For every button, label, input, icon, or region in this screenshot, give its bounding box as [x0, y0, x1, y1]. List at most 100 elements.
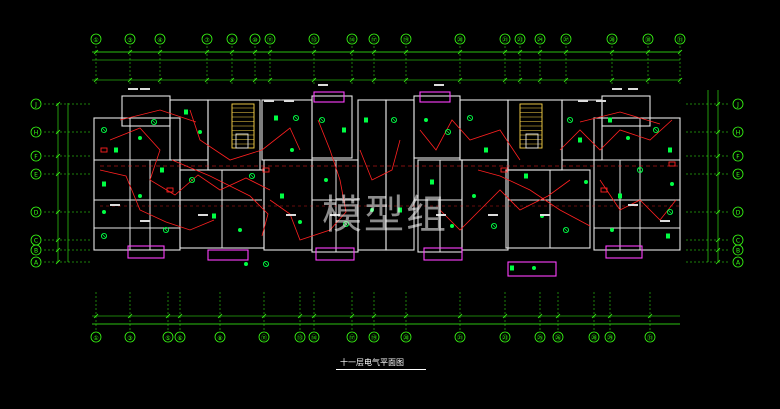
dimension-tick-bottom	[311, 313, 317, 319]
dimension-tick-top	[371, 49, 377, 55]
axis-label-top: ㉛	[677, 36, 683, 44]
light-fixture	[566, 116, 574, 124]
dimension-tick-bottom	[607, 313, 613, 319]
dimension-tick-top	[252, 49, 258, 55]
light-fixture-cross	[101, 233, 107, 239]
axis-label-right: D	[736, 210, 741, 217]
light-fixture	[444, 128, 452, 136]
balcony	[315, 247, 355, 261]
wire-run	[579, 111, 661, 125]
axis-grid	[30, 33, 744, 343]
axis-bubble-top	[226, 33, 238, 45]
electrical-fixtures	[100, 109, 676, 271]
axis-label-top: ④	[157, 37, 162, 44]
socket-fixture	[608, 117, 612, 123]
dimension-tick-right	[715, 259, 721, 265]
dimension-tick-top	[267, 49, 273, 55]
dimension-tick-bottom	[502, 313, 508, 319]
light-fixture-cross	[249, 173, 255, 179]
light-fixture-cross	[653, 127, 659, 133]
light-fixture-cross	[101, 127, 107, 133]
wire-run	[109, 127, 271, 196]
wall-room	[561, 99, 603, 161]
axis-label-bottom: ⑭	[311, 334, 317, 342]
axis-bubble-top	[264, 33, 276, 45]
axis-label-bottom: ①	[93, 335, 98, 342]
dimension-tick-left	[55, 209, 61, 215]
dimension-tick-top	[157, 49, 163, 55]
dimension-tick-top-outer	[563, 77, 569, 83]
light-fixture	[636, 166, 644, 174]
wire-run	[419, 119, 521, 161]
axis-label-top: ⑩	[252, 37, 257, 44]
dimension-tick-top-outer	[229, 77, 235, 83]
light-fixture-cross	[189, 177, 195, 183]
wall-room	[169, 99, 209, 161]
switch-fixture	[626, 136, 630, 140]
axis-bubble-right	[732, 168, 744, 180]
axis-bubble-bottom	[124, 331, 136, 343]
dimension-tick-top	[457, 49, 463, 55]
light-fixture-cross	[391, 117, 397, 123]
axis-bubble-left	[30, 256, 42, 268]
socket-fixture	[160, 167, 164, 173]
axis-bubble-bottom	[368, 331, 380, 343]
elevator-shaft	[235, 133, 249, 149]
axis-label-top: ㉑	[502, 36, 508, 44]
light-fixture-cross	[563, 227, 569, 233]
annotation-mark	[628, 88, 638, 90]
wall-unit-right	[593, 117, 681, 251]
dimension-tick-top-outer	[157, 77, 163, 83]
switch-fixture	[670, 182, 674, 186]
dimension-tick-top-outer	[349, 77, 355, 83]
axis-label-bottom: ⑰	[349, 334, 355, 342]
axis-bubble-bottom	[534, 331, 546, 343]
wire-run	[439, 179, 571, 231]
wall-room	[311, 95, 353, 159]
dimension-tick-bottom	[555, 313, 561, 319]
axis-bubble-top	[674, 33, 686, 45]
axis-label-bottom: ⑥	[177, 335, 182, 342]
socket-fixture	[524, 173, 528, 179]
axis-bubble-bottom	[308, 331, 320, 343]
annotation-mark	[540, 214, 550, 216]
dimension-tick-bottom	[371, 313, 377, 319]
annotation-mark	[128, 88, 138, 90]
annotation-mark	[284, 100, 294, 102]
dimension-tick-top-outer	[267, 77, 273, 83]
annotation-mark	[330, 214, 340, 216]
annotation-mark	[264, 100, 274, 102]
dimension-tick-right	[715, 171, 721, 177]
axis-bubble-right	[732, 150, 744, 162]
light-fixture	[390, 116, 398, 124]
axis-label-top: ⑳	[457, 36, 463, 44]
dimension-tick-bottom	[457, 313, 463, 319]
axis-label-right: C	[736, 238, 740, 245]
dimension-tick-top-outer	[93, 77, 99, 83]
wire-run	[99, 169, 215, 231]
axis-bubble-top	[249, 33, 261, 45]
dimension-tick-bottom	[297, 313, 303, 319]
light-fixture	[188, 176, 196, 184]
dimension-tick-top-outer	[645, 77, 651, 83]
dimension-tick-right	[715, 153, 721, 159]
axis-bubble-top	[154, 33, 166, 45]
switch-fixture	[298, 220, 302, 224]
wire-run	[477, 169, 591, 227]
annotation-mark	[612, 88, 622, 90]
plan-title: 十一层电气平面图	[340, 358, 404, 367]
axis-label-bottom: ⑤	[165, 335, 170, 342]
switch-fixture	[370, 208, 374, 212]
axis-bubble-left	[30, 206, 42, 218]
dimension-tick-top-outer	[677, 77, 683, 83]
dimension-tick-top	[229, 49, 235, 55]
dimension-tick-right	[715, 247, 721, 253]
axis-bubble-bottom	[552, 331, 564, 343]
axis-label-right: F	[736, 154, 740, 161]
annotation-mark	[198, 214, 208, 216]
light-fixture-cross	[667, 209, 673, 215]
axis-bubble-bottom	[174, 331, 186, 343]
dimension-tick-top	[609, 49, 615, 55]
wire-run	[189, 109, 301, 161]
light-fixture	[652, 126, 660, 134]
